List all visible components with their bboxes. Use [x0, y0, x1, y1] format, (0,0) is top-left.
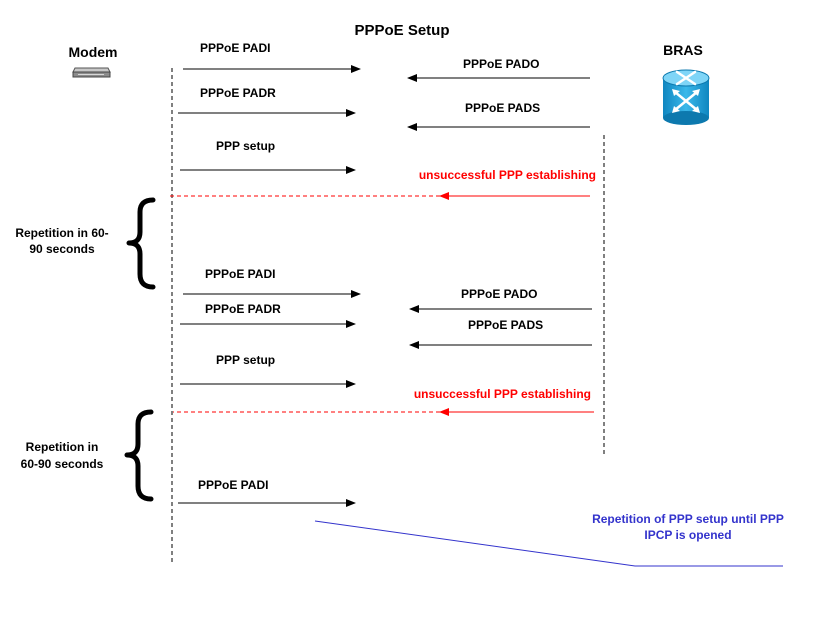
ppp-setup-label: PPP setup: [216, 139, 275, 153]
pado-label: PPPoE PADO: [463, 57, 539, 71]
padi-label: PPPoE PADI: [200, 41, 270, 55]
diagram-title: PPPoE Setup: [354, 22, 449, 39]
note-line2: IPCP is opened: [644, 528, 731, 542]
curly-brace: [124, 409, 154, 502]
repetition-label-line2: 60-90 seconds: [21, 457, 104, 471]
modem-icon: [72, 67, 111, 78]
ppp-setup-label: PPP setup: [216, 353, 275, 367]
pads-label: PPPoE PADS: [465, 101, 540, 115]
repetition-label-line1: Repetition in 60-: [15, 226, 108, 240]
failure-label: unsuccessful PPP establishing: [414, 387, 591, 401]
padr-label: PPPoE PADR: [200, 86, 276, 100]
pads-label: PPPoE PADS: [468, 318, 543, 332]
note-line1: Repetition of PPP setup until PPP: [592, 512, 784, 526]
repetition-label-line1: Repetition in: [26, 440, 99, 454]
repetition-label-line2: 90 seconds: [29, 242, 95, 256]
pado-label: PPPoE PADO: [461, 287, 537, 301]
padi-label: PPPoE PADI: [205, 267, 275, 281]
curly-brace: [126, 197, 156, 290]
bras-label: BRAS: [663, 42, 703, 58]
modem-label: Modem: [69, 44, 118, 60]
padi-label: PPPoE PADI: [198, 478, 268, 492]
note-callout-line: [314, 520, 783, 567]
padr-label: PPPoE PADR: [205, 302, 281, 316]
failure-label: unsuccessful PPP establishing: [419, 168, 596, 182]
router-icon: [662, 69, 710, 125]
